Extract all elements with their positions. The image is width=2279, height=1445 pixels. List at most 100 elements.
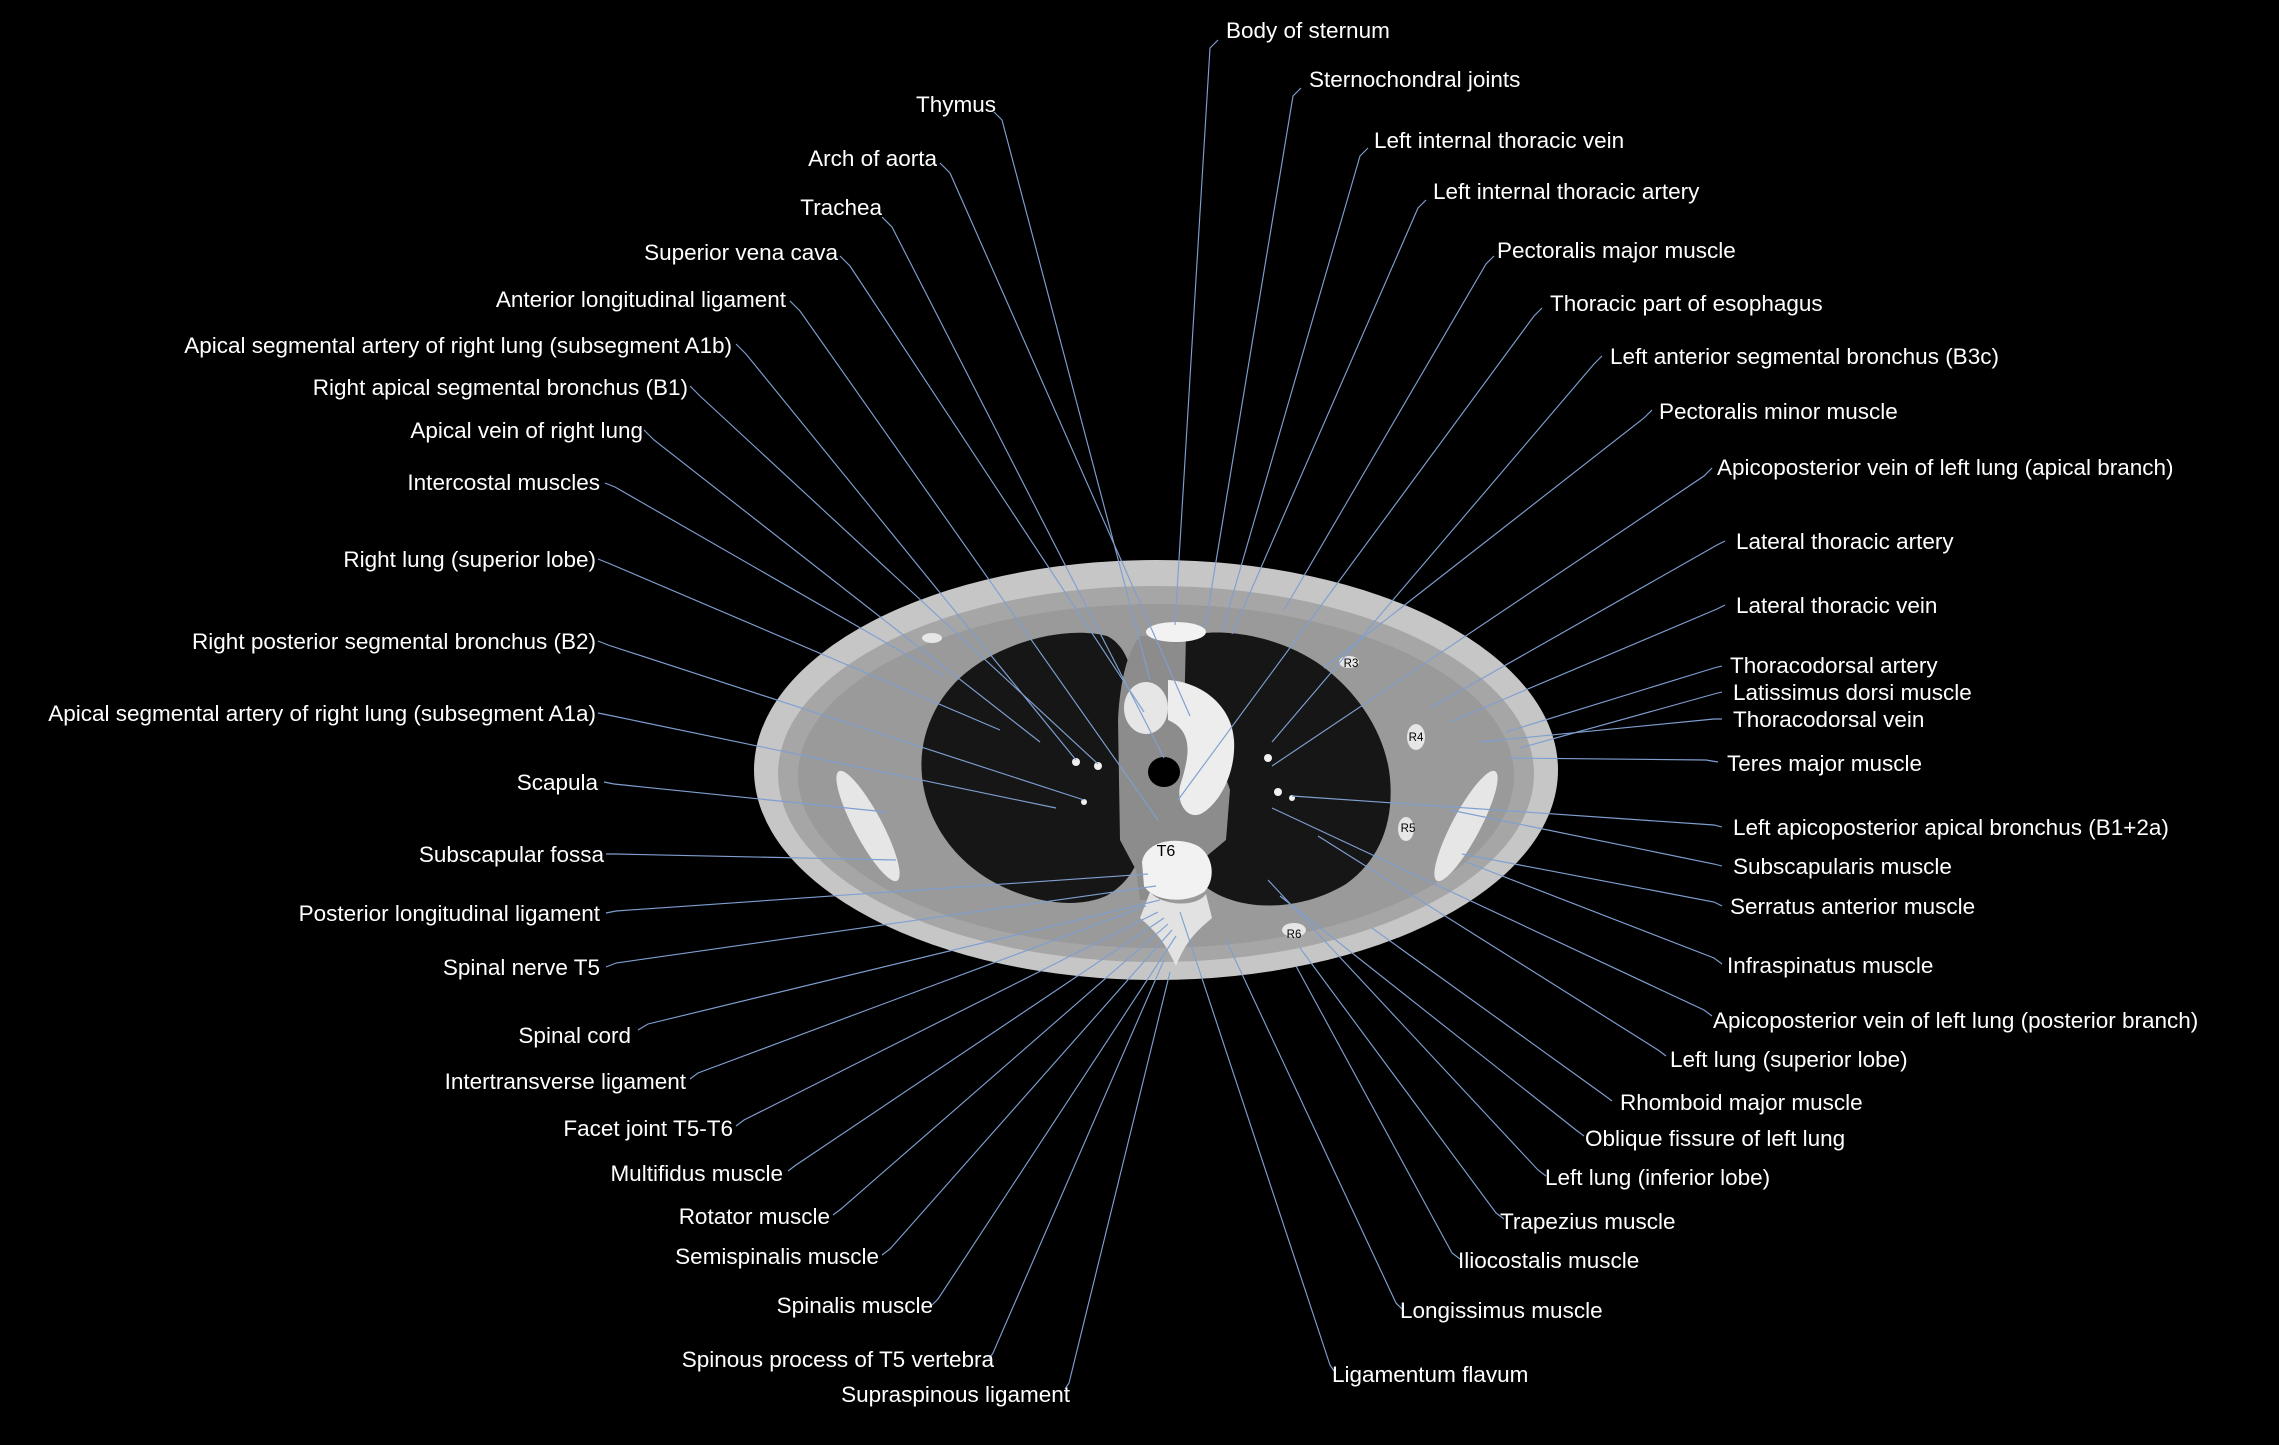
label-iliocostalis-muscle: Iliocostalis muscle — [1458, 1248, 1639, 1273]
rib-label-r6: R6 — [1287, 929, 1302, 941]
label-pectoralis-minor-muscle: Pectoralis minor muscle — [1659, 399, 1898, 424]
leader-line — [832, 923, 1169, 1216]
label-rhomboid-major-muscle: Rhomboid major muscle — [1620, 1090, 1863, 1115]
label-spinal-cord: Spinal cord — [518, 1023, 631, 1048]
label-supraspinous-ligament: Supraspinous ligament — [841, 1382, 1071, 1407]
leader-line — [604, 482, 945, 677]
label-apical-vein-of-right-lung: Apical vein of right lung — [410, 418, 643, 443]
leader-line — [689, 905, 1147, 1080]
label-latissimus-dorsi-muscle: Latissimus dorsi muscle — [1733, 680, 1972, 705]
leader-line — [787, 917, 1165, 1172]
right-scapula — [836, 770, 900, 882]
label-intercostal-muscles: Intercostal muscles — [407, 470, 600, 495]
anatomy-labels: Body of sternum Sternochondral joints Th… — [48, 18, 2198, 1407]
leader-line — [1465, 861, 1723, 965]
vertebra-label: T6 — [1157, 843, 1176, 860]
vertebral-arch — [1140, 892, 1212, 966]
leader-line — [605, 873, 1149, 914]
label-longissimus-muscle: Longissimus muscle — [1400, 1298, 1603, 1323]
leader-line — [643, 429, 1041, 743]
vertebral-body — [1142, 840, 1212, 900]
label-right-apical-segmental-bronchus-b1: Right apical segmental bronchus (B1) — [313, 375, 688, 400]
leader-line — [1479, 718, 1722, 743]
label-apical-segmental-artery-a1a: Apical segmental artery of right lung (s… — [48, 701, 596, 726]
label-multifidus-muscle: Multifidus muscle — [610, 1161, 783, 1186]
leader-line — [605, 885, 1157, 968]
right-rib — [922, 633, 942, 643]
trachea-lumen — [1148, 757, 1180, 787]
label-left-lung-superior-lobe: Left lung (superior lobe) — [1670, 1047, 1908, 1072]
left-vessel-dot — [1264, 754, 1272, 762]
leader-line — [1177, 307, 1543, 801]
leader-line — [1509, 757, 1719, 763]
label-facet-joint-t5-t6: Facet joint T5-T6 — [563, 1116, 733, 1141]
leader-line — [597, 640, 1085, 801]
leader-line — [1295, 965, 1461, 1260]
leader-line — [1174, 39, 1219, 626]
rib-label-r5: R5 — [1401, 823, 1416, 835]
right-lung — [921, 632, 1140, 903]
left-lung — [1177, 632, 1391, 906]
aortic-arch — [1168, 680, 1235, 816]
label-teres-major-muscle: Teres major muscle — [1727, 751, 1922, 776]
label-apicoposterior-vein-apical-branch: Apicoposterior vein of left lung (apical… — [1717, 455, 2174, 480]
leader-line — [1271, 807, 1713, 1017]
leader-lines — [597, 39, 1726, 1390]
label-left-internal-thoracic-vein: Left internal thoracic vein — [1374, 128, 1624, 153]
leader-line — [1267, 879, 1547, 1177]
label-left-internal-thoracic-artery: Left internal thoracic artery — [1433, 179, 1700, 204]
right-vessel-dot — [1081, 799, 1087, 805]
label-sternochondral-joints: Sternochondral joints — [1309, 67, 1520, 92]
leader-line — [597, 558, 1001, 731]
leader-line — [931, 935, 1177, 1306]
leader-line — [1225, 939, 1403, 1310]
left-scapula — [1434, 770, 1498, 882]
leader-line — [789, 300, 1159, 821]
label-thoracodorsal-artery: Thoracodorsal artery — [1730, 653, 1938, 678]
leader-line — [606, 853, 897, 861]
leader-line — [1317, 835, 1667, 1057]
label-lateral-thoracic-artery: Lateral thoracic artery — [1736, 529, 1954, 554]
label-semispinalis-muscle: Semispinalis muscle — [675, 1244, 879, 1269]
right-vessel-dot — [1094, 762, 1102, 770]
leader-line — [735, 343, 1077, 761]
label-pectoralis-major-muscle: Pectoralis major muscle — [1497, 238, 1736, 263]
label-arch-of-aorta: Arch of aorta — [808, 146, 937, 171]
label-trapezius-muscle: Trapezius muscle — [1500, 1209, 1675, 1234]
label-lateral-thoracic-vein: Lateral thoracic vein — [1736, 593, 1937, 618]
label-thymus: Thymus — [916, 92, 996, 117]
label-serratus-anterior-muscle: Serratus anterior muscle — [1730, 894, 1975, 919]
leader-line — [637, 899, 1161, 1031]
leader-line — [689, 385, 1099, 765]
label-infraspinatus-muscle: Infraspinatus muscle — [1727, 953, 1933, 978]
label-scapula: Scapula — [517, 770, 599, 795]
leader-line — [1449, 809, 1723, 867]
leader-line — [939, 162, 1191, 717]
right-vessel-dot — [1072, 758, 1080, 766]
leader-line — [1505, 665, 1723, 733]
leader-line — [1221, 147, 1369, 633]
leader-line — [1291, 795, 1723, 828]
label-spinous-process-of-t5-vertebra: Spinous process of T5 vertebra — [682, 1347, 995, 1372]
leader-line — [1179, 911, 1335, 1372]
label-spinalis-muscle: Spinalis muscle — [777, 1293, 933, 1318]
svc — [1124, 682, 1168, 734]
rib-label-r3: R3 — [1344, 658, 1359, 670]
leader-line — [1323, 409, 1653, 669]
label-thoracodorsal-vein: Thoracodorsal vein — [1733, 707, 1924, 732]
label-intertransverse-ligament: Intertransverse ligament — [445, 1069, 687, 1094]
leader-line — [988, 959, 1165, 1360]
label-left-apicoposterior-apical-bronchus: Left apicoposterior apical bronchus (B1+… — [1733, 815, 2169, 840]
leader-line — [1064, 971, 1171, 1390]
leader-line — [1449, 604, 1726, 723]
leader-line — [603, 781, 887, 813]
label-trachea: Trachea — [800, 195, 882, 220]
leader-line — [839, 255, 1145, 713]
label-anterior-longitudinal-ligament: Anterior longitudinal ligament — [496, 287, 787, 312]
label-rotator-muscle: Rotator muscle — [679, 1204, 830, 1229]
left-rib-r4 — [1407, 724, 1425, 750]
label-subscapular-fossa: Subscapular fossa — [419, 842, 605, 867]
label-superior-vena-cava: Superior vena cava — [644, 240, 838, 265]
label-apical-segmental-artery-a1b: Apical segmental artery of right lung (s… — [184, 333, 732, 358]
